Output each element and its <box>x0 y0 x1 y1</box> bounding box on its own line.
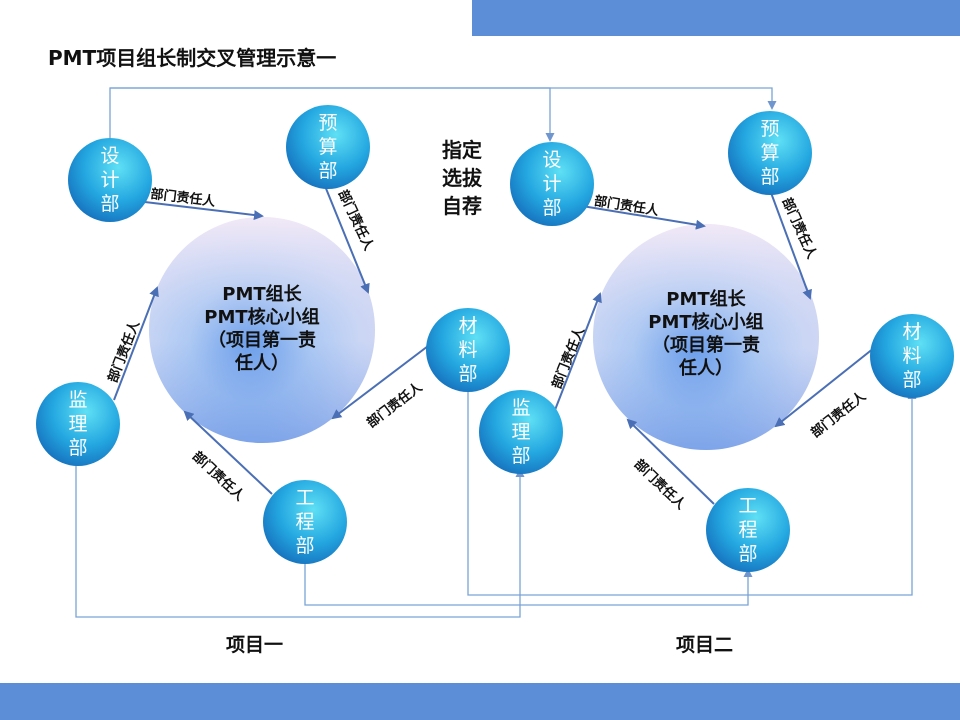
project2-label: 项目二 <box>676 634 734 656</box>
connector-design-to-budget2 <box>110 87 777 110</box>
project1-core-label: PMT组长 PMT核心小组 （项目第一责 任人） <box>182 283 342 375</box>
core-line-4: 任人） <box>235 353 289 374</box>
note-line-1: 指定 <box>442 138 482 162</box>
node-engineering-2 <box>706 488 790 572</box>
char: 部 <box>318 160 338 182</box>
project2-arrows <box>554 189 875 505</box>
connector-material1-to-material2 <box>467 385 917 596</box>
char: 理 <box>68 413 88 435</box>
char: 部 <box>511 445 531 467</box>
dept-design-label-2: 设计部 <box>509 148 595 220</box>
char: 工 <box>295 487 315 509</box>
dept-supervision-label-2: 监理部 <box>478 396 564 468</box>
project1-nodes <box>36 105 510 564</box>
char: 预 <box>318 112 338 134</box>
char: 算 <box>760 142 780 164</box>
dept-budget-label-2: 预算部 <box>727 117 813 189</box>
arrow-engineering-to-core-2 <box>626 418 715 505</box>
char: 设 <box>100 145 120 167</box>
project2-nodes <box>479 111 954 572</box>
arrow-budget-to-core-2 <box>769 189 812 300</box>
char: 计 <box>100 169 120 191</box>
project1-arrows <box>113 185 433 495</box>
core-line-4: 任人） <box>679 358 733 379</box>
node-supervision-1 <box>36 382 120 466</box>
node-design-1 <box>68 138 152 222</box>
project1-core-circle <box>149 217 375 443</box>
header-accent-bar <box>472 0 960 36</box>
arrow-material-to-core-2 <box>774 347 875 428</box>
arrow-material-to-core-1 <box>331 342 433 420</box>
node-budget-1 <box>286 105 370 189</box>
char: 程 <box>295 511 315 533</box>
char: 部 <box>738 543 758 565</box>
dept-engineering-label-1: 工程部 <box>262 486 348 558</box>
dept-material-label-1: 材料部 <box>425 314 511 386</box>
char: 理 <box>511 421 531 443</box>
core-line-3: （项目第一责 <box>208 330 316 351</box>
arrow-budget-to-core-1 <box>324 185 370 294</box>
char: 计 <box>542 173 562 195</box>
node-engineering-1 <box>263 480 347 564</box>
dept-supervision-label-1: 监理部 <box>35 388 121 460</box>
note-line-2: 选拔 <box>442 166 482 190</box>
core-line-1: PMT组长 <box>666 289 746 310</box>
arrow-supervision-to-core-2 <box>554 292 602 411</box>
char: 部 <box>902 369 922 391</box>
arrow-design-to-core-1 <box>127 199 264 221</box>
dept-design-label-1: 设计部 <box>67 144 153 216</box>
core-line-2: PMT核心小组 <box>204 307 320 328</box>
dept-material-label-2: 材料部 <box>869 320 955 392</box>
char: 设 <box>542 149 562 171</box>
node-material-2 <box>870 314 954 398</box>
connector-engineering1-to-engineering2 <box>304 560 753 606</box>
dept-engineering-label-2: 工程部 <box>705 494 791 566</box>
char: 部 <box>542 197 562 219</box>
char: 监 <box>68 389 88 411</box>
project1-label: 项目一 <box>226 634 284 656</box>
core-line-3: （项目第一责 <box>652 335 760 356</box>
dept-budget-label-1: 预算部 <box>285 111 371 183</box>
selection-note: 指定 选拔 自荐 <box>434 136 490 220</box>
char: 监 <box>511 397 531 419</box>
char: 预 <box>760 118 780 140</box>
note-line-3: 自荐 <box>442 194 482 218</box>
char: 部 <box>100 193 120 215</box>
footer-accent-bar <box>0 683 960 720</box>
node-material-1 <box>426 308 510 392</box>
project2-core-label: PMT组长 PMT核心小组 （项目第一责 任人） <box>626 288 786 380</box>
char: 工 <box>738 495 758 517</box>
char: 部 <box>68 437 88 459</box>
arrow-design-to-core-2 <box>569 203 706 230</box>
core-line-2: PMT核心小组 <box>648 312 764 333</box>
node-design-2 <box>510 142 594 226</box>
core-line-1: PMT组长 <box>222 284 302 305</box>
char: 部 <box>295 535 315 557</box>
char: 材 <box>458 315 478 337</box>
char: 料 <box>458 339 478 361</box>
node-supervision-2 <box>479 390 563 474</box>
node-budget-2 <box>728 111 812 195</box>
char: 部 <box>760 166 780 188</box>
cross-connectors <box>75 87 917 618</box>
char: 料 <box>902 345 922 367</box>
connector-supervision1-to-supervision2 <box>75 460 525 618</box>
char: 算 <box>318 136 338 158</box>
arrow-supervision-to-core-1 <box>113 286 159 401</box>
page-title: PMT项目组长制交叉管理示意一 <box>48 46 337 70</box>
arrow-engineering-to-core-1 <box>183 410 273 495</box>
project2-core-circle <box>593 224 819 450</box>
char: 程 <box>738 519 758 541</box>
char: 部 <box>458 363 478 385</box>
char: 材 <box>902 321 922 343</box>
